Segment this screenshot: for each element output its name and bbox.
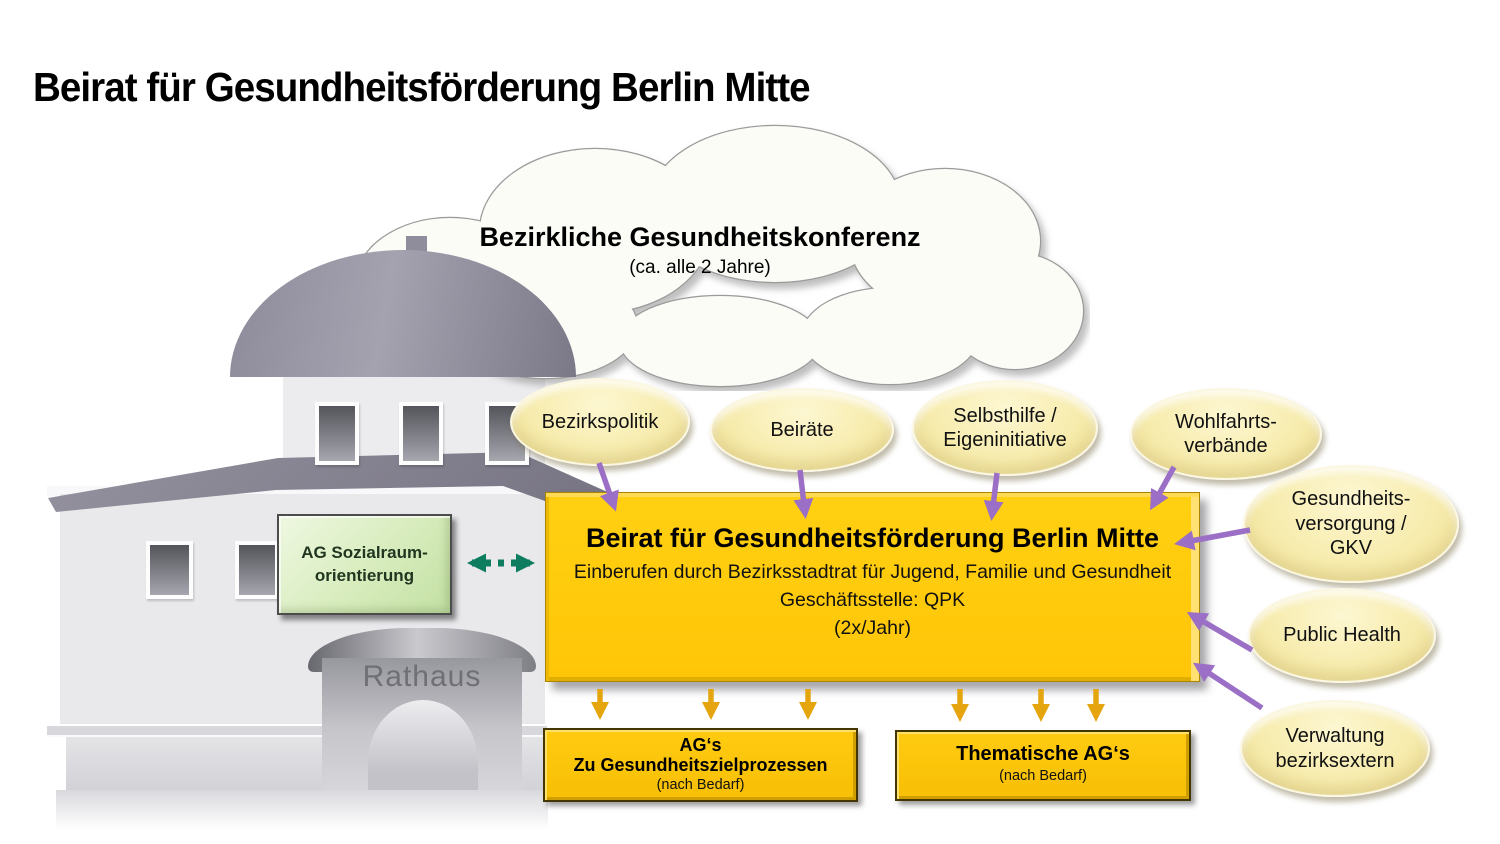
beirat-box-title: Beirat für Gesundheitsförderung Berlin M… bbox=[585, 523, 1160, 553]
entrance-arch bbox=[368, 700, 478, 790]
rathaus-label: Rathaus bbox=[362, 660, 482, 693]
beirat-box-line1: Einberufen durch Bezirksstadtrat für Jug… bbox=[573, 561, 1172, 583]
conference-cloud-text: Bezirkliche Gesundheitskonferenz (ca. al… bbox=[450, 222, 950, 279]
building-facade-gap bbox=[47, 486, 547, 496]
oval-label: Bezirkspolitik bbox=[541, 410, 659, 433]
oval-selbsthilfe: Selbsthilfe / Eigeninitiative bbox=[912, 380, 1098, 476]
beirat-box-line2: Geschäftsstelle: QPK bbox=[779, 589, 966, 611]
building-window bbox=[235, 541, 279, 599]
ag-box-line1: AG‘s bbox=[679, 735, 722, 755]
oval-gesundheitsversorgung-gkv: Gesundheits- versorgung / GKV bbox=[1243, 465, 1459, 583]
building-base bbox=[56, 790, 548, 830]
thematische-ag-box: Thematische AG‘s (nach Bedarf) bbox=[895, 730, 1191, 801]
building-window bbox=[315, 402, 359, 465]
ag-sozialraumorientierung-box: AG Sozialraum- orientierung bbox=[277, 514, 452, 615]
building-window bbox=[146, 541, 193, 599]
ag-box-line3: (nach Bedarf) bbox=[656, 777, 745, 794]
oval-label: Beiräte bbox=[770, 418, 834, 441]
page-title: Beirat für Gesundheitsförderung Berlin M… bbox=[33, 64, 811, 110]
oval-label: Public Health bbox=[1283, 624, 1401, 647]
oval-verwaltung-bezirksextern: Verwaltung bezirksextern bbox=[1240, 700, 1430, 797]
cloud-title: Bezirkliche Gesundheitskonferenz bbox=[479, 222, 921, 252]
building-window bbox=[399, 402, 443, 465]
oval-wohlfahrtsverbaende: Wohlfahrts- verbände bbox=[1130, 388, 1322, 480]
beirat-box-line3: (2x/Jahr) bbox=[834, 617, 911, 639]
ag-sozialraum-label: AG Sozialraum- orientierung bbox=[301, 543, 428, 585]
thematische-ag-subtitle: (nach Bedarf) bbox=[999, 768, 1087, 784]
oval-label: Verwaltung bezirksextern bbox=[1275, 725, 1395, 772]
arrow-verwaltung bbox=[1192, 662, 1264, 711]
gold-arrows bbox=[591, 689, 1105, 722]
oval-label: Selbsthilfe / Eigeninitiative bbox=[943, 404, 1067, 451]
oval-beiraete: Beiräte bbox=[710, 388, 894, 472]
oval-bezirkspolitik: Bezirkspolitik bbox=[510, 378, 690, 466]
beirat-box: Beirat für Gesundheitsförderung Berlin M… bbox=[545, 492, 1200, 682]
thematische-ag-title: Thematische AG‘s bbox=[956, 743, 1130, 765]
oval-label: Wohlfahrts- verbände bbox=[1175, 410, 1277, 457]
arrow-public-health bbox=[1186, 611, 1254, 653]
ag-box-line2: Zu Gesundheitszielprozessen bbox=[573, 755, 828, 776]
cloud-subtitle: (ca. alle 2 Jahre) bbox=[629, 257, 771, 278]
oval-label: Gesundheits- versorgung / GKV bbox=[1291, 488, 1411, 560]
ag-gesundheitsziel-box: AG‘s Zu Gesundheitszielprozessen (nach B… bbox=[543, 728, 858, 802]
oval-public-health: Public Health bbox=[1248, 588, 1436, 683]
